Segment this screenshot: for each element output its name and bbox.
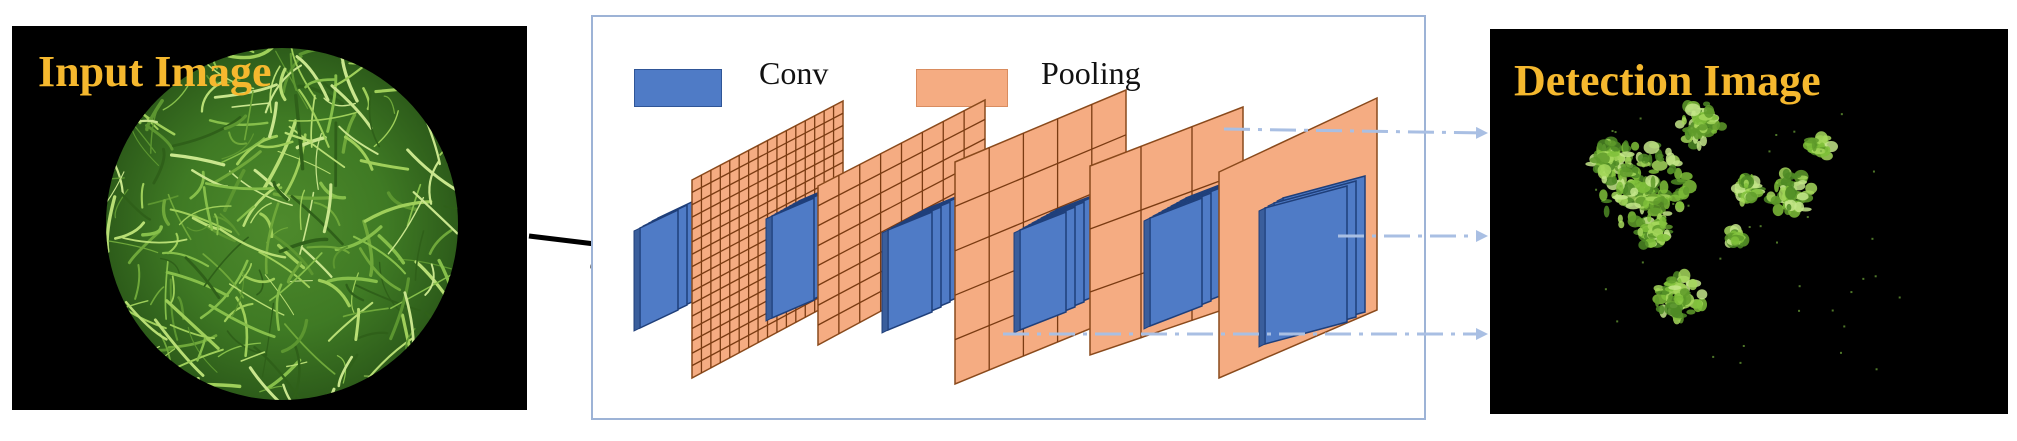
legend-pooling-label: Pooling bbox=[1041, 55, 1141, 91]
legend-conv-label: Conv bbox=[759, 55, 829, 91]
detected-patch bbox=[1585, 136, 1635, 184]
legend-pooling-swatch bbox=[916, 69, 1008, 107]
legend-conv-swatch bbox=[634, 69, 722, 107]
grass-circle bbox=[106, 48, 458, 400]
detection-image-title: Detection Image bbox=[1514, 56, 1821, 105]
detected-patch bbox=[1724, 223, 1750, 249]
conv-block-4 bbox=[1013, 190, 1103, 334]
detected-patch bbox=[1674, 100, 1727, 151]
detection-mask bbox=[1585, 100, 1901, 371]
conv-block-1 bbox=[633, 198, 697, 332]
detection-image-panel: Detection Image bbox=[1490, 29, 2008, 414]
conv-block-6 bbox=[1258, 175, 1366, 348]
conv-block-2 bbox=[765, 181, 842, 322]
detected-patch bbox=[1730, 172, 1766, 207]
detected-patch bbox=[1652, 268, 1708, 325]
detected-patch bbox=[1802, 131, 1838, 161]
grass-photo bbox=[106, 48, 458, 400]
detected-patch bbox=[1633, 213, 1674, 250]
input-image-title: Input Image bbox=[38, 47, 272, 96]
conv-block-5 bbox=[1143, 176, 1239, 330]
detected-patch bbox=[1763, 167, 1818, 218]
input-image-panel: Input Image bbox=[12, 26, 527, 410]
